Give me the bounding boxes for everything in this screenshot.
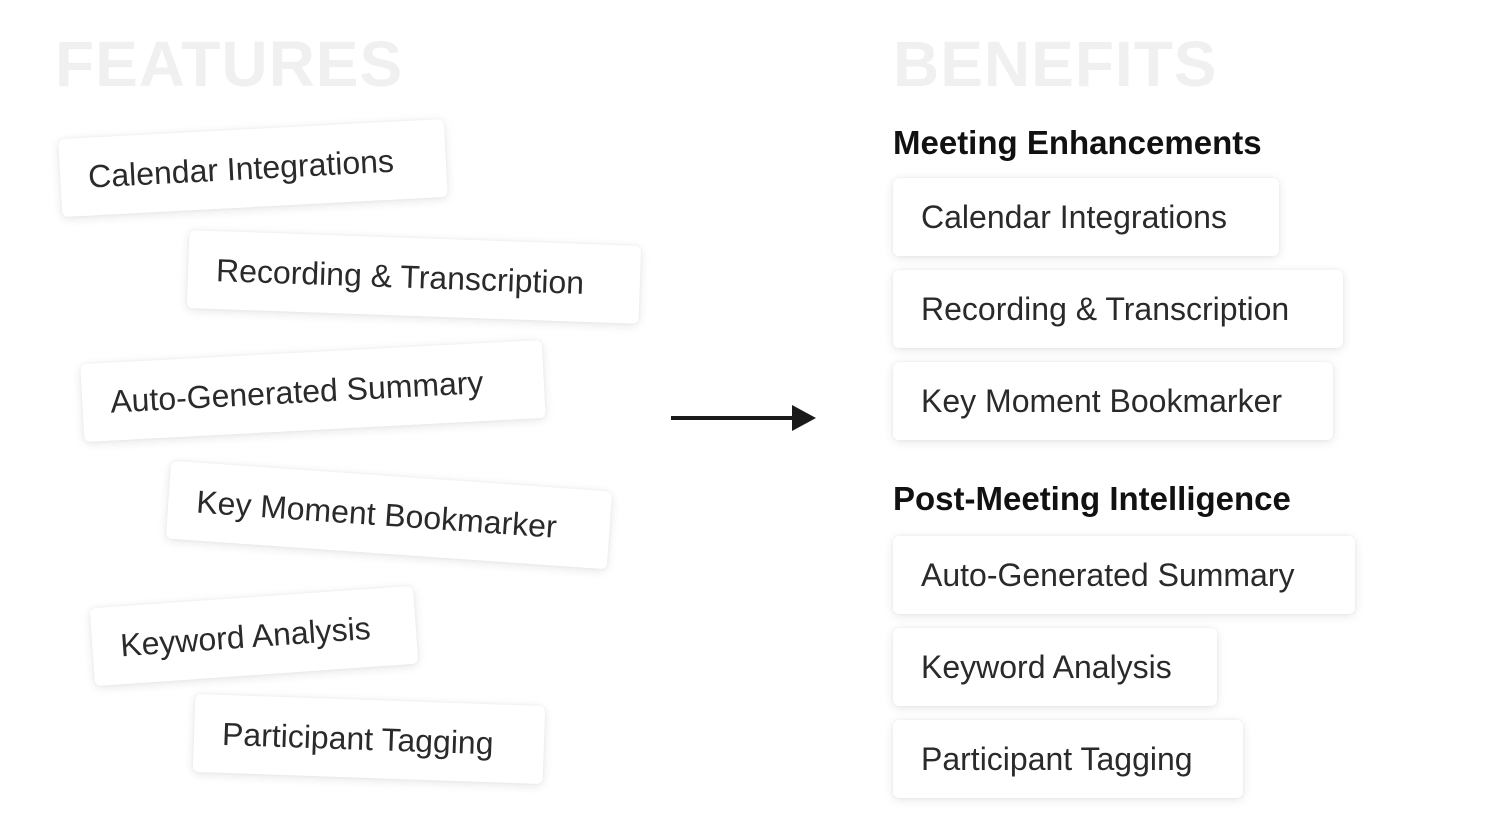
arrow-right-icon xyxy=(671,405,816,431)
feature-chip: Participant Tagging xyxy=(192,693,546,785)
benefit-chip: Participant Tagging xyxy=(893,720,1243,798)
feature-chip: Keyword Analysis xyxy=(89,585,419,687)
feature-chip: Recording & Transcription xyxy=(186,230,642,324)
group-title-post-meeting-intelligence: Post-Meeting Intelligence xyxy=(893,480,1291,517)
feature-chip: Auto-Generated Summary xyxy=(80,339,546,443)
benefit-chip: Key Moment Bookmarker xyxy=(893,362,1333,440)
features-heading: FEATURES xyxy=(55,28,404,100)
feature-chip: Key Moment Bookmarker xyxy=(165,460,613,570)
benefit-chip: Recording & Transcription xyxy=(893,270,1343,348)
benefit-chip: Calendar Integrations xyxy=(893,178,1279,256)
group-title-meeting-enhancements: Meeting Enhancements xyxy=(893,124,1262,161)
benefits-heading: BENEFITS xyxy=(893,28,1218,100)
benefit-chip: Keyword Analysis xyxy=(893,628,1217,706)
feature-chip: Calendar Integrations xyxy=(58,118,448,218)
benefit-chip: Auto-Generated Summary xyxy=(893,536,1355,614)
